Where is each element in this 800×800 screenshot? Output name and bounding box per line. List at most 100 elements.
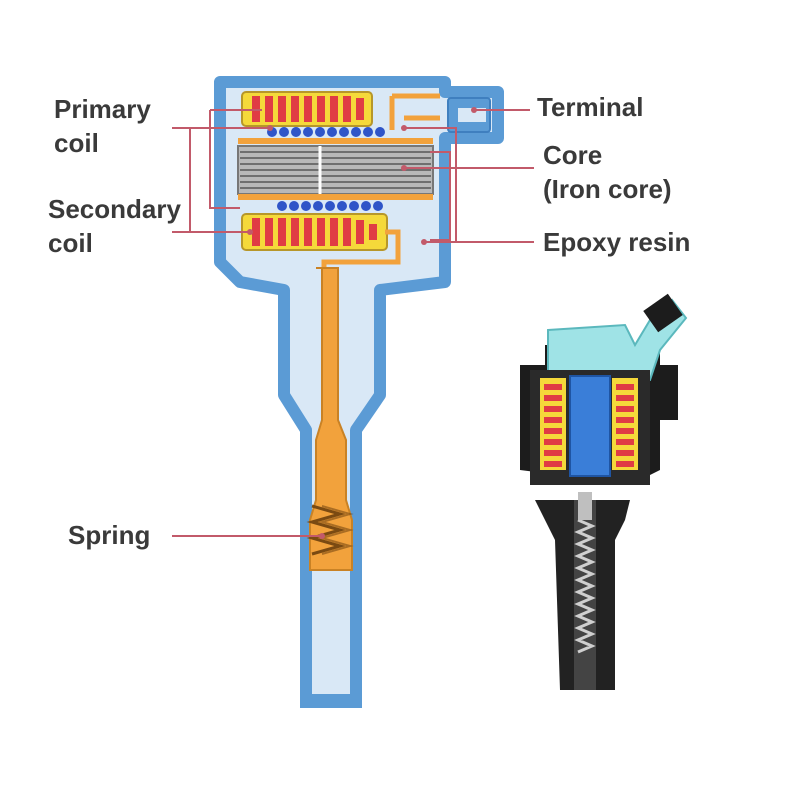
winding-dot: [337, 201, 347, 211]
cutaway-winding: [544, 406, 562, 412]
leader-dot: [267, 125, 273, 131]
winding-dot: [327, 127, 337, 137]
cutaway-winding: [616, 439, 634, 445]
leader-dot: [471, 107, 477, 113]
secondary-coil-winding: [330, 218, 338, 246]
secondary-coil-winding: [317, 218, 325, 246]
secondary-coil-winding: [278, 218, 286, 246]
label-primary-coil: Primary coil: [54, 92, 151, 160]
leader-dot: [401, 165, 407, 171]
leader-lines: [172, 109, 534, 537]
secondary-coil-winding: [304, 218, 312, 246]
cutaway-left-bobbin: [540, 378, 566, 470]
lower-winding-dots: [277, 201, 383, 211]
primary-coil-winding: [265, 96, 273, 122]
cutaway-winding: [544, 428, 562, 434]
secondary-lead: [321, 229, 401, 270]
label-terminal: Terminal: [537, 92, 644, 122]
winding-dot: [277, 201, 287, 211]
cutaway-winding: [616, 406, 634, 412]
winding-dot: [325, 201, 335, 211]
spring-coil: [306, 504, 346, 556]
primary-coil-winding: [343, 96, 351, 122]
leader-dot: [421, 239, 427, 245]
cutaway-winding: [616, 384, 634, 390]
winding-dot: [363, 127, 373, 137]
primary-coil-winding: [291, 96, 299, 122]
primary-coil-winding: [278, 96, 286, 122]
secondary-coil-windings: [252, 218, 377, 246]
label-secondary-coil: Secondary coil: [48, 192, 181, 260]
primary-coil-winding: [330, 96, 338, 122]
secondary-coil-bobbin: [241, 213, 388, 251]
winding-dot: [373, 201, 383, 211]
upper-winding-dots: [267, 127, 385, 137]
coil-schematic: [172, 76, 534, 708]
winding-dot: [339, 127, 349, 137]
winding-dot: [303, 127, 313, 137]
cutaway-winding: [616, 395, 634, 401]
cutaway-right-bobbin: [612, 378, 638, 470]
cutaway-core: [569, 375, 611, 477]
cutaway-winding: [616, 450, 634, 456]
terminal-contact: [389, 93, 440, 130]
secondary-coil-winding: [265, 218, 273, 246]
cutaway-winding: [616, 417, 634, 423]
primary-coil-winding: [317, 96, 325, 122]
secondary-coil-winding: [356, 220, 364, 244]
boot-tip: [300, 696, 362, 708]
cutaway-winding: [544, 395, 562, 401]
cutaway-winding: [544, 439, 562, 445]
coil-cutaway-photo: [500, 293, 688, 690]
cutaway-right-windings: [616, 384, 634, 467]
label-secondary-coil-line2: coil: [48, 228, 93, 258]
primary-coil-windings: [252, 96, 364, 122]
terminal-pin: [458, 108, 486, 122]
winding-dot: [361, 201, 371, 211]
winding-dot: [301, 201, 311, 211]
cutaway-left-windings: [544, 384, 562, 467]
cutaway-spring-terminal: [578, 492, 592, 520]
conductor-rod: [309, 267, 353, 571]
winding-dot: [351, 127, 361, 137]
cutaway-winding: [544, 450, 562, 456]
cutaway-winding: [544, 461, 562, 467]
cutaway-winding: [544, 384, 562, 390]
cutaway-winding: [544, 417, 562, 423]
cutaway-connector-plug: [643, 293, 683, 333]
secondary-bracket: [209, 110, 240, 209]
label-brackets: [172, 109, 451, 241]
secondary-coil-winding: [369, 224, 377, 240]
winding-dot: [315, 127, 325, 137]
secondary-coil-winding: [291, 218, 299, 246]
label-core: Core (Iron core): [543, 138, 672, 206]
winding-dot: [375, 127, 385, 137]
winding-dot: [279, 127, 289, 137]
label-primary-coil-line1: Primary: [54, 94, 151, 124]
label-core-line2: (Iron core): [543, 174, 672, 204]
primary-coil-winding: [304, 96, 312, 122]
leader-dots: [247, 107, 477, 539]
winding-dot: [349, 201, 359, 211]
leader-dot: [319, 533, 325, 539]
leader-dot: [401, 125, 407, 131]
cutaway-winding: [616, 461, 634, 467]
winding-dot: [291, 127, 301, 137]
leader-dot: [247, 229, 253, 235]
core-bracket: [430, 151, 451, 241]
secondary-coil-winding: [252, 218, 260, 246]
label-secondary-coil-line1: Secondary: [48, 194, 181, 224]
label-spring: Spring: [68, 520, 151, 550]
cutaway-spring: [574, 518, 596, 654]
primary-bracket: [172, 127, 191, 233]
label-epoxy-resin: Epoxy resin: [543, 227, 691, 257]
label-primary-coil-line2: coil: [54, 128, 99, 158]
cutaway-winding: [616, 428, 634, 434]
winding-dot: [289, 201, 299, 211]
lower-core-plate: [238, 194, 433, 200]
winding-dot: [313, 201, 323, 211]
label-core-line1: Core: [543, 140, 603, 170]
upper-core-plate: [238, 138, 433, 144]
